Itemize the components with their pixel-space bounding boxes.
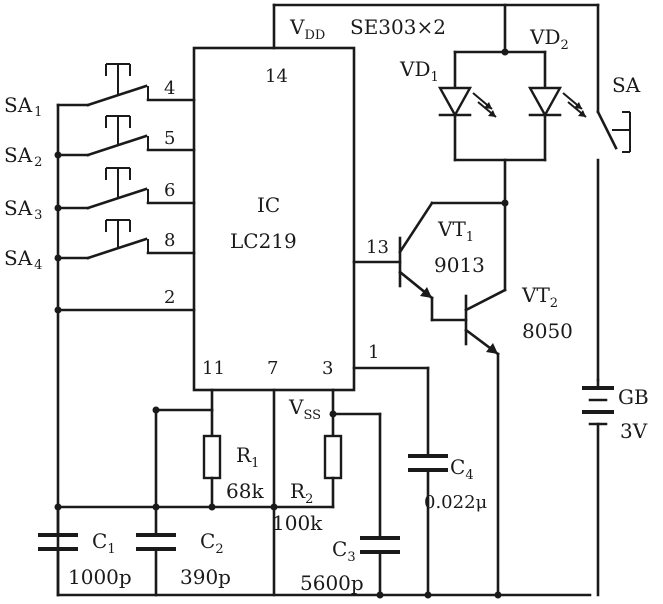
vss-label: VSS — [288, 395, 321, 423]
ic-body — [192, 46, 356, 392]
capacitor-c4 — [408, 454, 448, 597]
pin-label-1: 1 — [368, 342, 379, 363]
switch-sa1 — [56, 63, 196, 107]
vdd-rail — [272, 3, 600, 114]
switch-sa2 — [56, 115, 196, 157]
c2-value: 390p — [180, 565, 231, 589]
led-vd2 — [527, 86, 587, 118]
ic-model: LC219 — [230, 229, 297, 253]
pin-label-11: 11 — [202, 358, 225, 379]
power-switch-sa — [596, 110, 631, 382]
battery-voltage: 3V — [620, 419, 648, 443]
ic-name: IC — [257, 193, 280, 217]
pin-label-5: 5 — [164, 128, 175, 149]
battery-name: GB — [618, 385, 649, 409]
pin-label-8: 8 — [164, 230, 175, 251]
vd2-label: VD2 — [529, 25, 569, 53]
r1-value: 68k — [226, 479, 264, 503]
vdd-label: VDD — [289, 15, 325, 43]
junction-dot — [152, 406, 160, 414]
vt1-label: VT1 — [437, 217, 474, 245]
capacitor-c2 — [136, 533, 176, 597]
junction-dot — [54, 503, 62, 511]
junction-dot — [54, 254, 62, 262]
capacitor-c3 — [360, 536, 400, 597]
vt1-part: 9013 — [434, 253, 485, 277]
sa-label: SA — [612, 73, 641, 97]
junction-dot — [54, 306, 62, 314]
c4-value: 0.022μ — [424, 492, 488, 513]
led-pair — [453, 50, 547, 205]
switch-sa4 — [56, 219, 196, 260]
pin-label-3: 3 — [322, 358, 333, 379]
vt2-label: VT2 — [521, 283, 558, 311]
r1-label: R1 — [236, 443, 259, 471]
pin-label-14: 14 — [265, 66, 288, 87]
c1-label: C1 — [92, 529, 116, 557]
r2-label: R2 — [290, 479, 313, 507]
c3-value: 5600p — [300, 571, 364, 595]
transistor-vt1 — [352, 201, 507, 300]
c3-label: C3 — [332, 537, 356, 565]
junction-dot — [54, 151, 62, 159]
junction-dot — [376, 591, 384, 599]
pin-label-7: 7 — [267, 358, 278, 379]
c4-label: C4 — [450, 455, 474, 483]
transistor-vt2 — [430, 201, 507, 597]
resistor-r1-net — [154, 388, 222, 537]
junction-dot — [270, 503, 278, 511]
junction-dot — [152, 503, 160, 511]
resistor-r2-net — [272, 388, 382, 540]
junction-dot — [54, 204, 62, 212]
switch-sa3 — [56, 167, 196, 210]
junction-dot — [424, 591, 432, 599]
vd1-label: VD1 — [399, 57, 439, 85]
led-vd1 — [437, 86, 497, 118]
junction-dot — [494, 591, 502, 599]
capacitor-c4-net — [352, 366, 430, 458]
pin-label-6: 6 — [164, 180, 175, 201]
capacitor-c1 — [38, 505, 78, 597]
c1-value: 1000p — [68, 565, 132, 589]
pin7-net — [56, 388, 276, 597]
pin-label-4: 4 — [164, 78, 175, 99]
led-pair-label: SE303×2 — [350, 15, 446, 39]
junction-dot — [208, 503, 216, 511]
junction-dot — [501, 48, 509, 56]
pin-label-2: 2 — [164, 287, 175, 308]
battery-gb — [582, 378, 614, 597]
r2-value: 100k — [272, 511, 323, 535]
junction-dot — [329, 410, 337, 418]
vt2-part: 8050 — [522, 319, 573, 343]
c2-label: C2 — [200, 529, 224, 557]
pin-label-13: 13 — [366, 237, 389, 258]
